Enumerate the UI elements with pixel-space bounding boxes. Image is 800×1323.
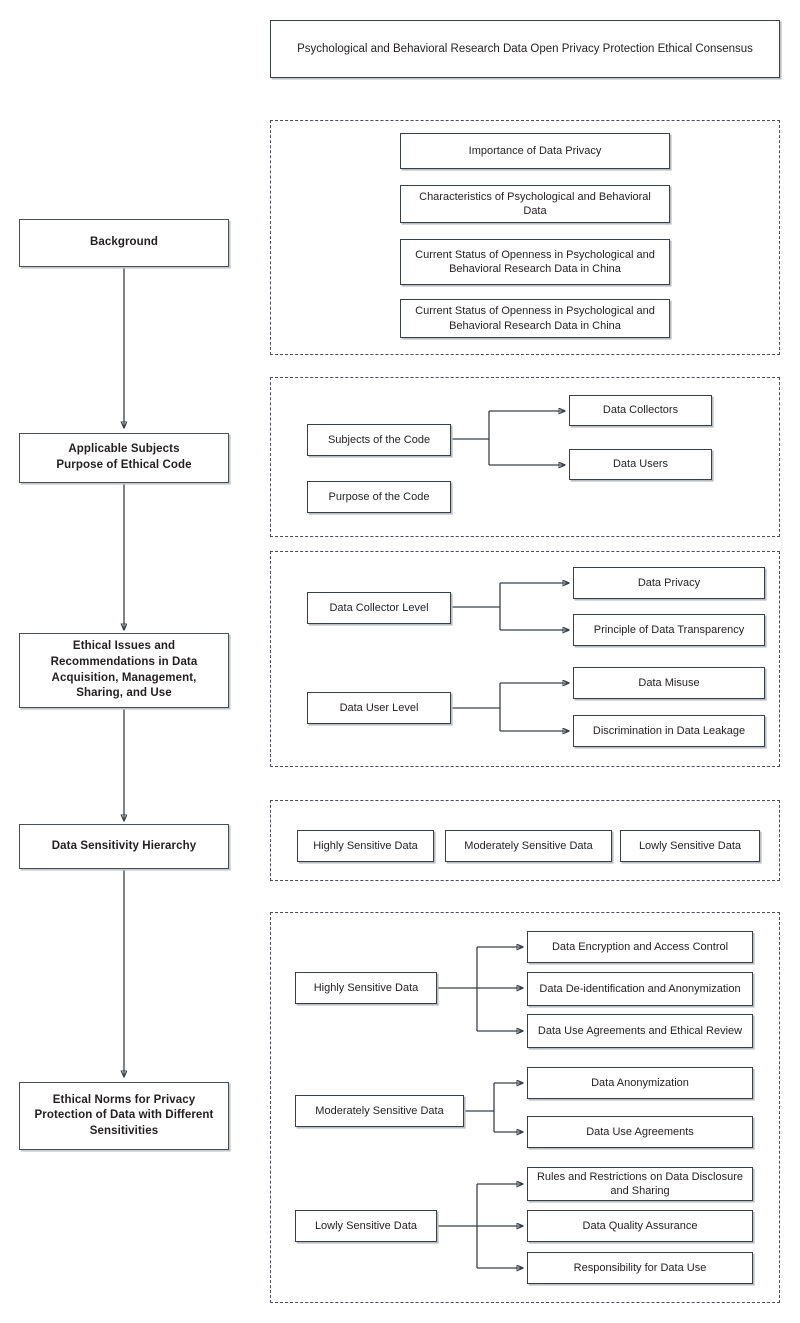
- spine-item-background[interactable]: Background: [19, 219, 229, 267]
- node-norms-moderately-sensitive-data[interactable]: Moderately Sensitive Data: [295, 1095, 464, 1127]
- node-label: Responsibility for Data Use: [573, 1261, 707, 1274]
- node-norms-highly-sensitive-data[interactable]: Highly Sensitive Data: [295, 972, 437, 1004]
- node-label: Data Collectors: [602, 404, 679, 417]
- spine-item-ethical-issues-label: Ethical Issues and Recommendations in Da…: [50, 640, 198, 700]
- node-responsibility-for-data-use[interactable]: Responsibility for Data Use: [527, 1252, 753, 1284]
- spine-item-data-sensitivity-hierarchy-label: Data Sensitivity Hierarchy: [51, 839, 197, 852]
- node-data-use-agreements-ethical-review[interactable]: Data Use Agreements and Ethical Review: [527, 1014, 753, 1048]
- node-data-users[interactable]: Data Users: [569, 449, 712, 480]
- group-ethical-issues: [270, 551, 780, 767]
- node-importance-of-data-privacy[interactable]: Importance of Data Privacy: [400, 133, 670, 169]
- node-label: Principle of Data Transparency: [593, 623, 745, 636]
- node-label: Highly Sensitive Data: [313, 839, 418, 852]
- node-label: Current Status of Openness in Psychologi…: [415, 248, 655, 275]
- node-data-anonymization[interactable]: Data Anonymization: [527, 1067, 753, 1099]
- node-subjects-of-the-code[interactable]: Subjects of the Code: [307, 424, 451, 456]
- node-label: Data De-identification and Anonymization: [539, 982, 741, 995]
- node-data-deidentification-anonymization[interactable]: Data De-identification and Anonymization: [527, 972, 753, 1006]
- node-label: Lowly Sensitive Data: [314, 1219, 418, 1232]
- node-label: Data Anonymization: [591, 1076, 689, 1089]
- diagram-title-text: Psychological and Behavioral Research Da…: [297, 42, 753, 55]
- node-label: Data Collector Level: [329, 601, 429, 614]
- node-label: Moderately Sensitive Data: [315, 1104, 444, 1117]
- node-data-collector-level[interactable]: Data Collector Level: [307, 592, 451, 624]
- node-lowly-sensitive-data-row[interactable]: Lowly Sensitive Data: [620, 830, 760, 862]
- node-highly-sensitive-data-row[interactable]: Highly Sensitive Data: [297, 830, 434, 862]
- group-sensitivity-hierarchy: [270, 800, 780, 881]
- spine-item-data-sensitivity-hierarchy[interactable]: Data Sensitivity Hierarchy: [19, 824, 229, 869]
- node-label: Discrimination in Data Leakage: [592, 724, 746, 737]
- node-data-user-level[interactable]: Data User Level: [307, 692, 451, 724]
- node-purpose-of-the-code[interactable]: Purpose of the Code: [307, 481, 451, 513]
- node-current-status-openness-1[interactable]: Current Status of Openness in Psychologi…: [400, 239, 670, 285]
- node-label: Rules and Restrictions on Data Disclosur…: [536, 1170, 744, 1197]
- node-label: Data Privacy: [637, 576, 701, 589]
- spine-item-background-label: Background: [89, 236, 159, 249]
- node-discrimination-in-data-leakage[interactable]: Discrimination in Data Leakage: [573, 715, 765, 747]
- node-current-status-openness-2[interactable]: Current Status of Openness in Psychologi…: [400, 299, 670, 338]
- node-label: Data Quality Assurance: [582, 1219, 698, 1232]
- node-characteristics-of-data[interactable]: Characteristics of Psychological and Beh…: [400, 185, 670, 223]
- spine-item-applicable-subjects[interactable]: Applicable Subjects Purpose of Ethical C…: [19, 433, 229, 483]
- group-applicable-subjects: [270, 377, 780, 537]
- node-label: Moderately Sensitive Data: [464, 839, 593, 852]
- spine-item-applicable-subjects-label: Applicable Subjects Purpose of Ethical C…: [56, 443, 192, 471]
- node-label: Current Status of Openness in Psychologi…: [415, 305, 655, 332]
- node-label: Data Use Agreements and Ethical Review: [537, 1024, 743, 1037]
- node-label: Data Encryption and Access Control: [551, 940, 729, 953]
- node-label: Lowly Sensitive Data: [638, 839, 742, 852]
- node-data-collectors[interactable]: Data Collectors: [569, 395, 712, 426]
- group-background: [270, 120, 780, 355]
- node-label: Highly Sensitive Data: [313, 981, 419, 994]
- node-label: Data Use Agreements: [586, 1125, 694, 1138]
- node-label: Importance of Data Privacy: [468, 144, 602, 157]
- node-data-use-agreements[interactable]: Data Use Agreements: [527, 1116, 753, 1148]
- node-rules-restrictions-disclosure-sharing[interactable]: Rules and Restrictions on Data Disclosur…: [527, 1167, 753, 1201]
- node-principle-of-data-transparency[interactable]: Principle of Data Transparency: [573, 614, 765, 646]
- node-label: Data Misuse: [638, 676, 700, 689]
- diagram-title: Psychological and Behavioral Research Da…: [270, 20, 780, 78]
- spine-item-ethical-issues[interactable]: Ethical Issues and Recommendations in Da…: [19, 633, 229, 708]
- node-data-quality-assurance[interactable]: Data Quality Assurance: [527, 1210, 753, 1242]
- node-label: Purpose of the Code: [328, 490, 430, 503]
- spine-item-privacy-norms[interactable]: Ethical Norms for Privacy Protection of …: [19, 1082, 229, 1150]
- node-label: Data User Level: [339, 701, 419, 714]
- spine-item-privacy-norms-label: Ethical Norms for Privacy Protection of …: [34, 1093, 214, 1137]
- node-label: Subjects of the Code: [327, 433, 431, 446]
- node-norms-lowly-sensitive-data[interactable]: Lowly Sensitive Data: [295, 1210, 437, 1242]
- node-data-privacy[interactable]: Data Privacy: [573, 567, 765, 599]
- node-data-misuse[interactable]: Data Misuse: [573, 667, 765, 699]
- node-label: Characteristics of Psychological and Beh…: [419, 190, 651, 217]
- group-privacy-norms: [270, 912, 780, 1303]
- node-label: Data Users: [612, 458, 669, 471]
- node-data-encryption-access-control[interactable]: Data Encryption and Access Control: [527, 931, 753, 963]
- node-moderately-sensitive-data-row[interactable]: Moderately Sensitive Data: [445, 830, 612, 862]
